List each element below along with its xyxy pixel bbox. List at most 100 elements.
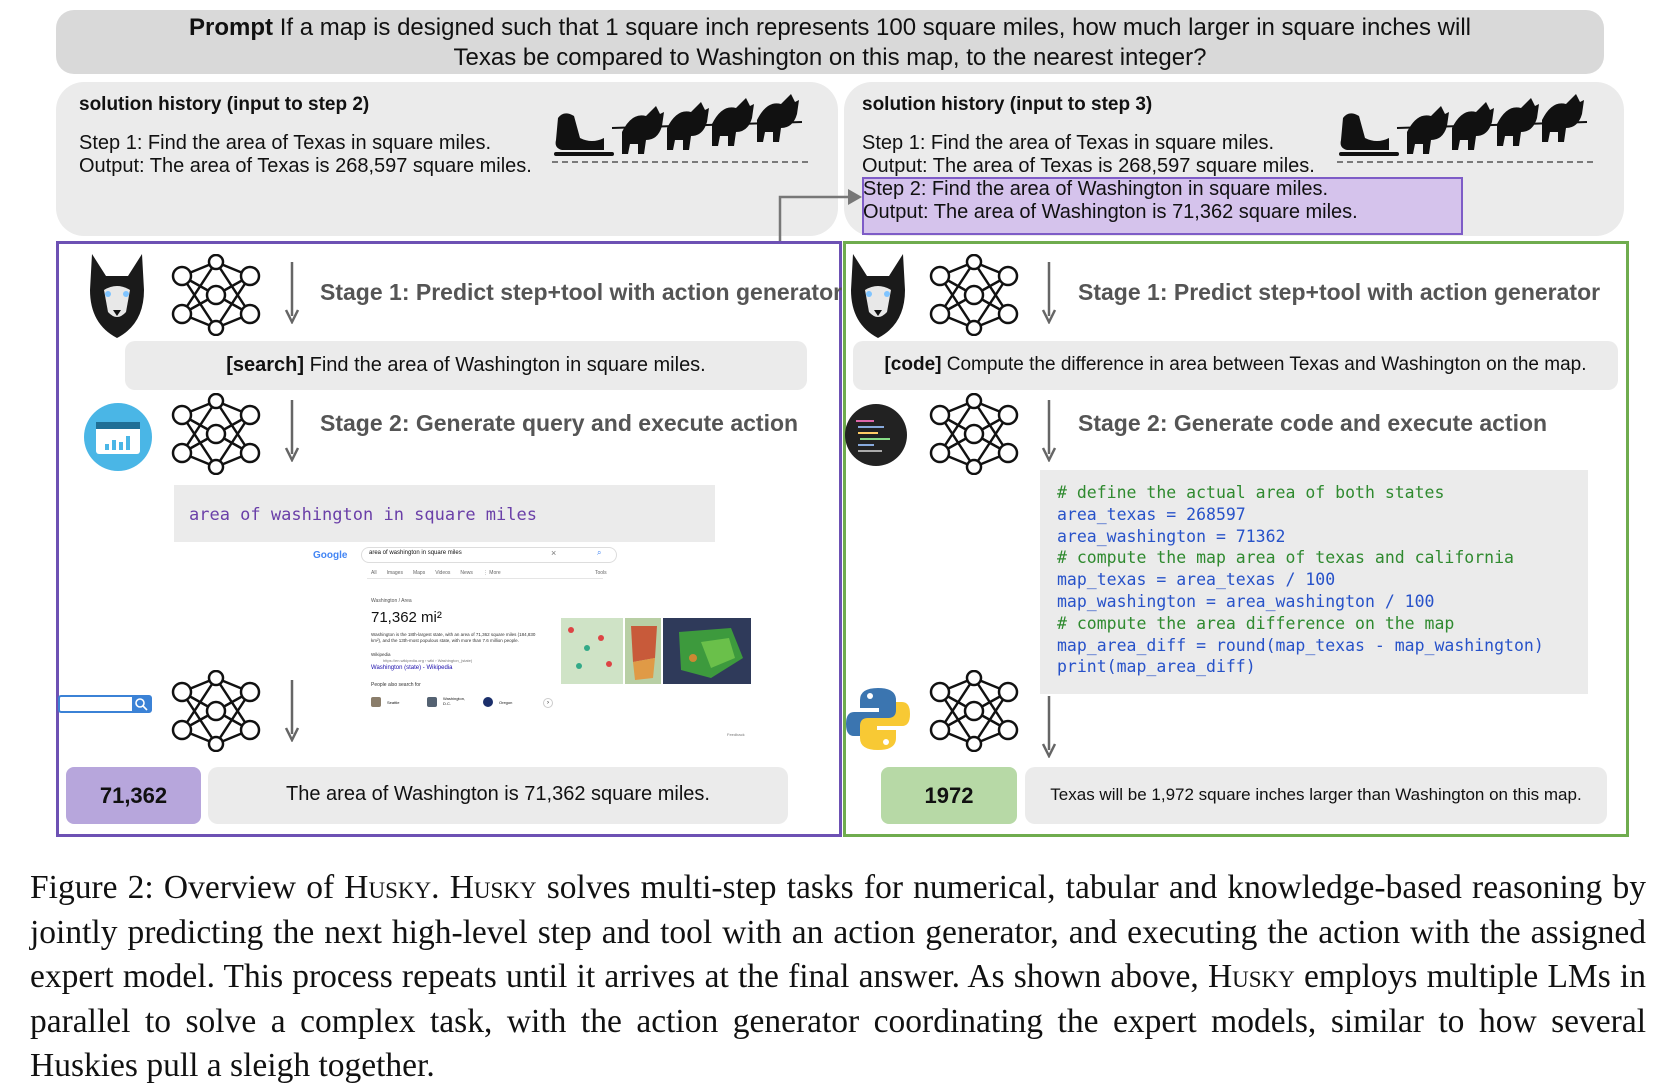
tab-all[interactable]: All [371, 570, 377, 576]
code-line: # define the actual area of both states [1057, 483, 1445, 502]
related-thumb [427, 697, 437, 707]
figure-caption: Figure 2: Overview of Husky. Husky solve… [30, 866, 1646, 1089]
google-search-query: area of washington in square miles [369, 550, 462, 556]
caption-text-b: . [431, 869, 450, 906]
prompt-bar: Prompt If a map is designed such that 1 … [56, 10, 1604, 74]
history-right-highlight-line-1: Step 2: Find the area of Washington in s… [863, 178, 1329, 200]
result-source-url: https://en.wikipedia.org › wiki › Washin… [383, 658, 473, 663]
right-stage2-label: Stage 2: Generate code and execute actio… [1078, 410, 1548, 436]
neural-network-icon [171, 254, 261, 336]
code-line: # compute the map area of texas and cali… [1057, 548, 1514, 568]
result-breadcrumb: Washington / Area [371, 598, 412, 604]
related-thumb [483, 697, 493, 707]
down-arrow-icon [1041, 262, 1057, 324]
history-right-highlight [862, 177, 1463, 235]
related-seattle[interactable]: Seattle [387, 700, 400, 705]
history-left-title: solution history (input to step 2) [79, 94, 370, 115]
code-block [1040, 470, 1588, 694]
connector-arrow [778, 189, 862, 243]
code-line: area_texas = 268597 [1057, 504, 1246, 524]
python-logo-icon [846, 688, 910, 750]
tab-images[interactable]: Images [386, 570, 403, 576]
down-arrow-icon [284, 262, 300, 324]
step2-frame [56, 241, 842, 837]
tab-news[interactable]: News [460, 570, 473, 576]
prompt-text-line2: Texas be compared to Washington on this … [453, 44, 1207, 71]
query-box [174, 485, 715, 542]
code-terminal-icon [845, 404, 907, 466]
left-step-tag: [search] [226, 354, 305, 376]
right-stage1-label: Stage 1: Predict step+tool with action g… [1078, 279, 1601, 305]
related-thumb [371, 697, 381, 707]
code-lines: # define the actual area of both states … [1057, 482, 1544, 678]
down-arrow-icon [1041, 400, 1057, 462]
people-also-search: People also search for [371, 682, 421, 688]
search-result-screenshot: Google area of washington in square mile… [309, 542, 763, 742]
sleigh-dogs-icon [1337, 94, 1597, 163]
tab-tools[interactable]: Tools [595, 570, 607, 576]
right-answer-badge: 1972 [881, 767, 1017, 824]
tab-more[interactable]: ⋮ More [482, 570, 501, 576]
map-thumbnails [561, 618, 751, 684]
history-left-line-2: Output: The area of Texas is 268,597 squ… [79, 155, 532, 177]
down-arrow-icon [284, 680, 300, 742]
tab-maps[interactable]: Maps [412, 570, 426, 576]
right-answer-box [1025, 767, 1607, 824]
history-right-line-2: Output: The area of Texas is 268,597 squ… [862, 155, 1315, 177]
caption-name: Husky [449, 869, 537, 906]
result-snippet: Washington is the 18th-largest state, wi… [371, 632, 536, 643]
code-line: map_washington = area_washington / 100 [1057, 591, 1435, 611]
neural-network-icon [171, 670, 261, 752]
related-oregon[interactable]: Oregon [499, 700, 513, 705]
caption-name: Husky [344, 869, 432, 906]
caption-text-c: solves multi-step tasks for numerical, t… [30, 869, 1646, 996]
tab-videos[interactable]: Videos [435, 570, 451, 576]
divider [367, 578, 603, 579]
right-step-tag: [code] [884, 354, 942, 375]
down-arrow-icon [1041, 696, 1057, 758]
google-logo: Google [313, 550, 348, 561]
left-step-text: [search] Find the area of Washington in … [125, 354, 807, 377]
husky-robot-icon [90, 254, 144, 338]
neural-network-icon [171, 393, 261, 475]
result-link[interactable]: Washington (state) - Wikipedia [371, 665, 453, 671]
prompt-label: Prompt [189, 14, 274, 41]
history-right-title: solution history (input to step 3) [862, 94, 1153, 115]
down-arrow-icon [284, 400, 300, 462]
code-line: # compute the area difference on the map [1057, 613, 1455, 633]
chevron-right-icon[interactable]: › [543, 698, 553, 708]
left-step-desc: Find the area of Washington in square mi… [309, 354, 706, 376]
left-stage2-label: Stage 2: Generate query and execute acti… [320, 410, 799, 436]
husky-robot-icon [851, 254, 905, 338]
caption-text-d: employs multiple LMs in parallel to solv… [30, 958, 1646, 1085]
neural-network-icon [929, 393, 1019, 475]
result-source: Wikipedia [371, 652, 391, 657]
clear-icon[interactable]: × [551, 548, 557, 558]
left-step-box [125, 341, 807, 390]
result-value: 71,362 mi² [371, 609, 442, 626]
search-icon[interactable]: ⌕ [597, 548, 602, 557]
neural-network-icon [929, 254, 1019, 336]
left-answer-badge: 71,362 [66, 767, 201, 824]
related-dc[interactable]: Washington, D.C. [443, 696, 466, 706]
history-right-line-1: Step 1: Find the area of Texas in square… [862, 132, 1275, 154]
google-tabs: All Images Maps Videos News ⋮ More [371, 570, 501, 576]
caption-figure-label: Figure 2: [30, 869, 154, 906]
caption-text-a: Overview of [153, 869, 345, 906]
right-step-text: [code] Compute the difference in area be… [853, 354, 1618, 376]
prompt-text-line1: If a map is designed such that 1 square … [279, 14, 1471, 41]
feedback-link[interactable]: Feedback [727, 732, 745, 737]
browser-chart-icon [84, 403, 152, 471]
sleigh-dogs-icon [552, 94, 812, 163]
code-line: map_area_diff = round(map_texas - map_wa… [1057, 635, 1544, 655]
right-step-desc: Compute the difference in area between T… [946, 354, 1587, 375]
search-bar-icon [58, 695, 152, 713]
history-right-highlight-line-2: Output: The area of Washington is 71,362… [863, 201, 1358, 223]
left-answer-box [208, 767, 788, 824]
google-search-input[interactable] [361, 547, 617, 563]
caption-name: Husky [1207, 958, 1295, 996]
left-answer-text: The area of Washington is 71,362 square … [286, 783, 710, 805]
left-stage1-label: Stage 1: Predict step+tool with action g… [320, 279, 843, 305]
code-line: area_washington = 71362 [1057, 526, 1286, 546]
history-left-line-1: Step 1: Find the area of Texas in square… [79, 132, 492, 154]
